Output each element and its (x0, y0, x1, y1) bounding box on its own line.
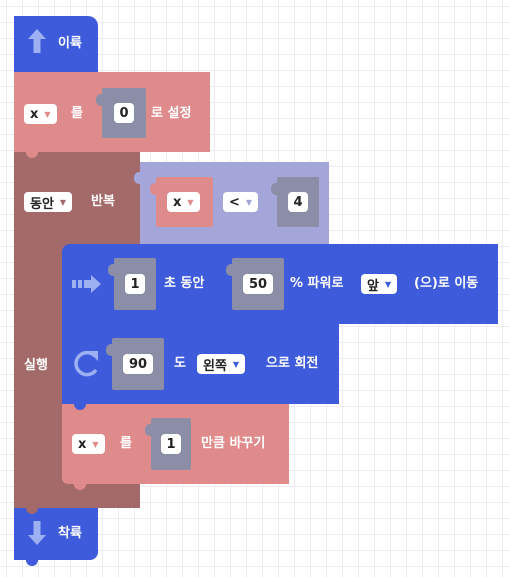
land-connector (26, 560, 38, 566)
change-variable-block[interactable]: x▼ 를 1 만큼 바꾸기 (62, 404, 289, 484)
move-block[interactable]: 1 초 동안 50 % 파워로 앞▼ (으)로 이동 (62, 244, 498, 324)
move-power-suffix: % 파워로 (290, 276, 344, 291)
condition-variable-dropdown[interactable]: x▼ (167, 192, 200, 212)
rotate-degrees-input[interactable]: 90 (123, 354, 153, 374)
set-particle-label: 를 (71, 106, 83, 121)
rotate-icon (74, 350, 98, 377)
change-variable-dropdown[interactable]: x▼ (72, 434, 105, 454)
condition-block[interactable]: x▼ <▼ 4 (134, 162, 329, 244)
arrow-up-icon (28, 29, 46, 53)
takeoff-block[interactable]: 이륙 (14, 16, 98, 72)
condition-value-input[interactable]: 4 (288, 192, 308, 212)
condition-left-slot: x▼ (150, 177, 213, 227)
loop-label: 반복 (91, 194, 115, 209)
rotate-direction-dropdown[interactable]: 왼쪽▼ (197, 354, 246, 374)
set-variable-dropdown[interactable]: x▼ (24, 104, 57, 124)
land-block[interactable]: 착륙 (14, 508, 98, 560)
rotate-degrees-suffix: 도 (174, 356, 186, 371)
chevron-down-icon: ▼ (384, 279, 392, 289)
rotate-degrees-slot: 90 (106, 338, 164, 390)
loop-do-label: 실행 (24, 358, 48, 373)
set-value-slot: 0 (96, 88, 146, 138)
change-connector (74, 484, 86, 490)
chevron-down-icon: ▼ (59, 197, 67, 207)
change-particle-label: 를 (120, 436, 132, 451)
move-right-icon (72, 275, 101, 293)
rotate-suffix-label: 으로 회전 (266, 356, 319, 371)
chevron-down-icon: ▼ (44, 109, 51, 119)
chevron-down-icon: ▼ (232, 359, 240, 369)
land-label: 착륙 (58, 526, 82, 541)
change-suffix-label: 만큼 바꾸기 (201, 436, 266, 451)
chevron-down-icon: ▼ (245, 197, 253, 207)
move-suffix-label: (으)로 이동 (414, 276, 479, 291)
takeoff-label: 이륙 (58, 36, 82, 51)
arrow-down-icon (28, 521, 46, 545)
change-value-input[interactable]: 1 (161, 434, 181, 454)
change-value-slot: 1 (145, 418, 191, 470)
chevron-down-icon: ▼ (92, 439, 99, 449)
move-direction-dropdown[interactable]: 앞▼ (361, 274, 398, 294)
condition-operator-dropdown[interactable]: <▼ (223, 192, 259, 212)
condition-right-slot: 4 (271, 177, 319, 227)
move-power-slot: 50 (226, 258, 284, 310)
chevron-down-icon: ▼ (187, 197, 194, 207)
rotate-block[interactable]: 90 도 왼쪽▼ 으로 회전 (62, 324, 339, 404)
set-variable-block[interactable]: x▼ 를 0 로 설정 (14, 72, 210, 152)
move-power-input[interactable]: 50 (243, 274, 273, 294)
set-value-input[interactable]: 0 (114, 103, 134, 123)
move-duration-slot: 1 (108, 258, 156, 310)
set-suffix-label: 로 설정 (151, 106, 192, 121)
move-duration-input[interactable]: 1 (125, 274, 145, 294)
loop-mode-dropdown[interactable]: 동안▼ (24, 192, 73, 212)
move-duration-suffix: 초 동안 (164, 276, 205, 291)
loop-connector (26, 152, 38, 158)
